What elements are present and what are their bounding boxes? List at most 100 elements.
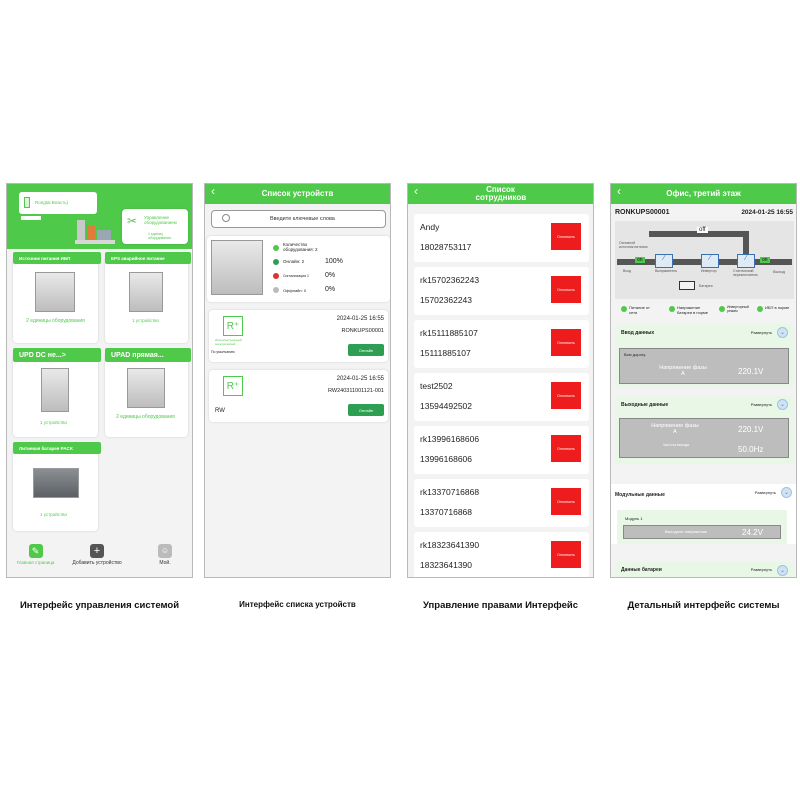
header: ‹ Список сотрудников — [408, 184, 593, 204]
switch-icon: ⁄ — [737, 254, 755, 268]
screen-system-detail: ‹ Офис, третий этаж RONKUPS00001 2024-01… — [610, 183, 797, 578]
employee-name: Andy — [420, 222, 440, 232]
employee-row: Andy 18028753117 Отключить — [414, 214, 589, 262]
card-count: 1 устройство — [40, 420, 67, 425]
battery-pack-image — [33, 468, 79, 498]
employee-row: rk15702362243 15702362243 Отключить — [414, 267, 589, 315]
nav-add-device[interactable]: + Добавить устройство — [72, 544, 122, 566]
header: ‹ Список устройств — [205, 184, 390, 204]
disable-button[interactable]: Отключить — [551, 435, 581, 462]
alarm-dot — [273, 273, 279, 279]
search-box[interactable]: Введите ключевые слова — [211, 210, 386, 228]
nav-mine[interactable]: ☺ Мой. — [158, 544, 172, 566]
employee-row: rk13370716868 13370716868 Отключить — [414, 479, 589, 527]
employee-row: rk13996168606 13996168606 Отключить — [414, 426, 589, 474]
summary-card: Количество оборудования: 2 Онлайн: 2 100… — [207, 236, 390, 302]
manage-sub: 1 единиц оборудования — [148, 232, 171, 240]
employee-name: rk13370716868 — [420, 487, 480, 497]
total-dot — [273, 245, 279, 251]
factory-icon — [75, 217, 115, 244]
upad-cabinet-image — [127, 368, 165, 408]
brand-logo: R⁺ — [223, 316, 243, 336]
card-lithium-pack[interactable]: Литиевая батарея PACK 1 устройство — [13, 442, 101, 531]
legend-dot — [621, 306, 627, 312]
employee-name: rk18323641390 — [420, 540, 480, 550]
upd-cabinet-image — [41, 368, 69, 412]
card-upad[interactable]: UPAD прямая... 2 единицы оборудования — [105, 348, 191, 437]
online-dot — [273, 259, 279, 265]
module-grid: Модуль 1 Выходное напряжение 24.2V — [617, 510, 787, 544]
card-count: 1 устройство — [132, 318, 159, 323]
legend: Питание от сети Напряжение батареи в нор… — [615, 304, 794, 320]
manage-label: Управление оборудованием — [144, 215, 177, 225]
ups-cabinet-image — [35, 272, 75, 312]
input-grid: Всю дорогу. Напряжение фазы А 220.1V — [619, 348, 789, 384]
online-button[interactable]: Онлайн — [348, 404, 384, 416]
caption-1: Интерфейс управления системой — [19, 600, 180, 611]
manage-equipment-card[interactable]: ✂ Управление оборудованием 1 единиц обор… — [122, 209, 188, 244]
disable-button[interactable]: Отключить — [551, 223, 581, 250]
disable-button[interactable]: Отключить — [551, 276, 581, 303]
online-button[interactable]: Онлайн — [348, 344, 384, 356]
employee-name: rk15702362243 — [420, 275, 480, 285]
user-icon: ☺ — [158, 544, 172, 558]
bottom-nav: ✎ Главная страница + Добавить устройство… — [7, 542, 192, 577]
nav-home[interactable]: ✎ Главная страница — [16, 544, 55, 565]
employee-phone: 13370716868 — [420, 507, 473, 517]
search-icon — [222, 214, 230, 222]
card-ups-source[interactable]: Источник питания ИБП 2 единицы оборудова… — [13, 252, 101, 343]
card-eps[interactable]: EPS аварийное питание 1 устройство — [105, 252, 191, 343]
eps-cabinet-image — [129, 272, 163, 312]
disable-button[interactable]: Отключить — [551, 382, 581, 409]
caption-2: Интерфейс списка устройств — [239, 600, 356, 609]
back-icon[interactable]: ‹ — [211, 184, 215, 198]
employee-name: rk13996168606 — [420, 434, 480, 444]
employee-phone: 13996168606 — [420, 454, 473, 464]
rectifier-icon: ⁄ — [655, 254, 673, 268]
chevron-down-icon[interactable]: ⌄ — [777, 565, 788, 576]
inverter-icon: ⁄ — [701, 254, 719, 268]
card-count: 1 устройство — [40, 512, 67, 517]
chevron-down-icon[interactable]: ⌄ — [777, 327, 788, 338]
factory-label: Rongtai Власть) — [35, 200, 69, 205]
battery-data-section: Данные батареи Развернуть ⌄ — [615, 562, 794, 577]
device-card[interactable]: R⁺ Интеллектуальный электрический По умо… — [209, 310, 388, 362]
back-icon[interactable]: ‹ — [617, 184, 621, 198]
search-input: Введите ключевые слова — [270, 216, 335, 222]
chevron-down-icon[interactable]: ⌄ — [777, 399, 788, 410]
card-title: Литиевая батарея PACK — [13, 442, 101, 454]
card-count: 2 единицы оборудования — [26, 318, 85, 324]
employee-name: test2502 — [420, 381, 453, 391]
card-title: Источник питания ИБП — [13, 252, 101, 264]
caption-3: Управление правами Интерфейс — [422, 600, 578, 611]
chevron-down-icon[interactable]: ⌄ — [781, 487, 792, 498]
employee-phone: 15111885107 — [420, 348, 471, 358]
module-data-section: Модульные данные Развернуть ⌄ Модуль 1 В… — [611, 484, 796, 544]
card-upd-dc[interactable]: UPD DC не...> 1 устройство — [13, 348, 101, 437]
device-time: 2024-01-25 16:55 — [741, 209, 793, 216]
header: ‹ Офис, третий этаж — [611, 184, 796, 204]
card-count: 2 единицы оборудования — [116, 414, 175, 420]
back-icon[interactable]: ‹ — [414, 184, 418, 198]
disable-button[interactable]: Отключить — [551, 329, 581, 356]
employee-phone: 15702362243 — [420, 295, 473, 305]
employee-phone: 18028753117 — [420, 242, 472, 252]
legend-dot — [719, 306, 725, 312]
offline-dot — [273, 287, 279, 293]
screen-device-list: ‹ Список устройств Введите ключевые слов… — [204, 183, 391, 578]
legend-dot — [669, 306, 675, 312]
device-card[interactable]: R⁺ RW 2024-01-25 16:55 RW240311001121-00… — [209, 370, 388, 422]
battery-icon — [24, 197, 30, 208]
output-data-section: Выходные данные Развернуть ⌄ Напряжение … — [615, 396, 794, 464]
brand-logo: R⁺ — [223, 376, 243, 396]
power-diagram: off Основной источник питания on ⁄ ⁄ ⁄ o… — [615, 221, 794, 299]
employee-row: rk18323641390 18323641390 Отключить — [414, 532, 589, 577]
card-title: UPD DC не...> — [13, 348, 101, 362]
disable-button[interactable]: Отключить — [551, 488, 581, 515]
employee-phone: 18323641390 — [420, 560, 473, 570]
disable-button[interactable]: Отключить — [551, 541, 581, 568]
header-title: Список устройств — [261, 189, 334, 198]
wrench-icon: ✂ — [127, 214, 138, 228]
